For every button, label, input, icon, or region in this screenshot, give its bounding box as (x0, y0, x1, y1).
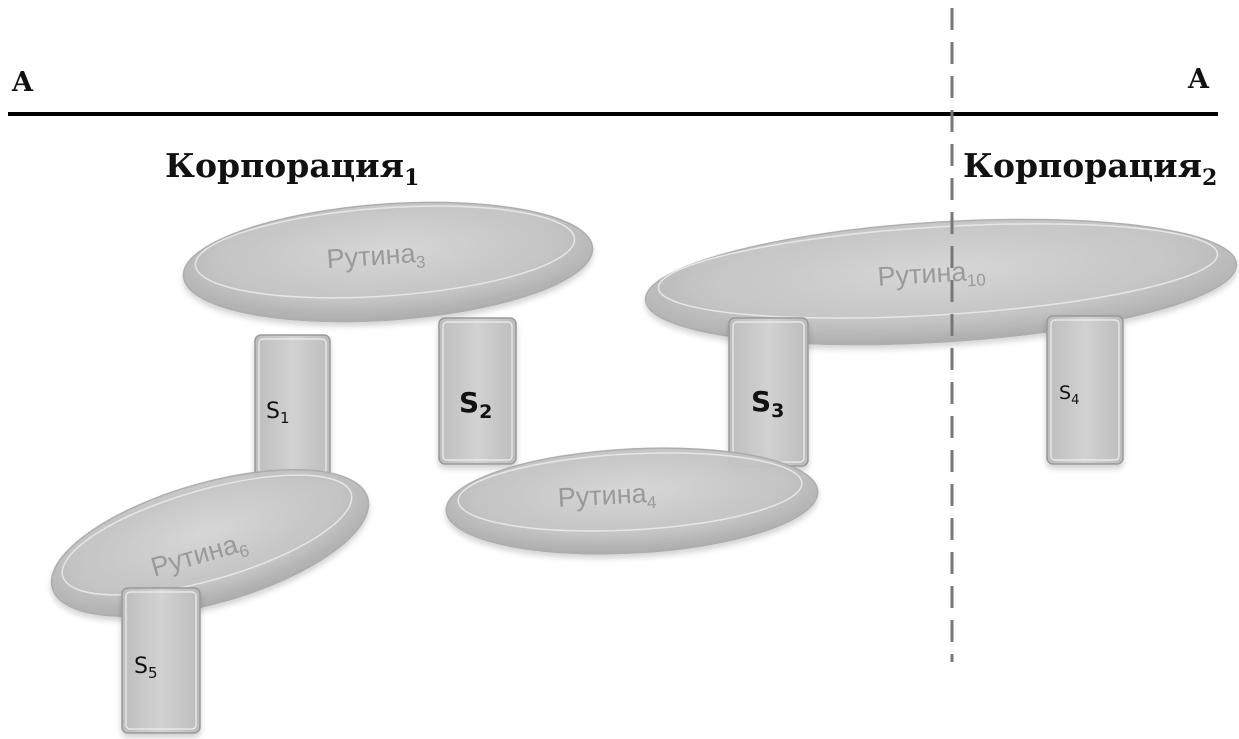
a-label-right: A (1187, 64, 1210, 95)
routine-6 (50, 468, 370, 618)
routine-3-label: Рутина3 (326, 237, 426, 278)
corporation-1-label: Корпорация1 (165, 146, 419, 191)
station-s3-label: S3 (751, 385, 784, 422)
station-s5-label: S5 (134, 654, 158, 682)
station-s5 (121, 587, 201, 734)
station-s4 (1046, 315, 1124, 465)
routine-10 (644, 218, 1238, 346)
a-label-left: A (11, 67, 34, 98)
routine-3 (182, 201, 594, 323)
routine-4-label: Рутина4 (557, 478, 657, 517)
station-s2-label: S2 (459, 386, 492, 423)
routine-4 (445, 447, 819, 555)
station-s1-label: S1 (266, 399, 290, 427)
corporation-2-label: Корпорация2 (963, 146, 1217, 191)
station-s2 (438, 317, 517, 465)
station-s4-label: S4 (1059, 382, 1079, 408)
